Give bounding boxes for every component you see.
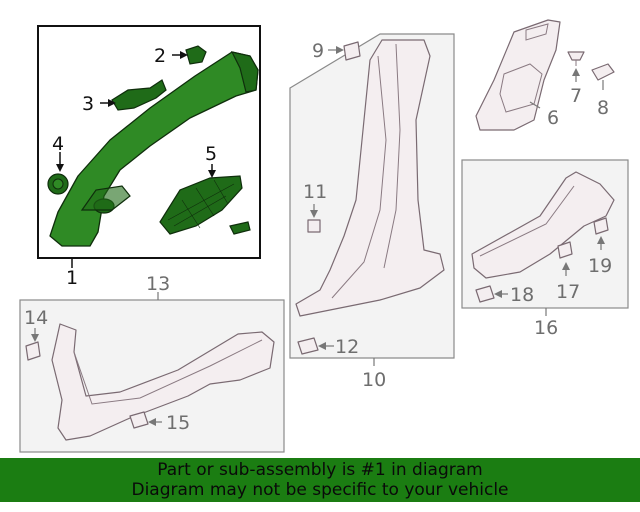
arrow-9 <box>336 46 344 54</box>
b-pillar-ridge-2 <box>383 43 401 269</box>
parts-diagram: 1 2 3 4 5 9 11 12 10 6 7 8 17 18 <box>19 19 629 453</box>
arrow-15 <box>148 418 156 426</box>
arrow-14 <box>31 334 39 342</box>
arrow-11 <box>310 210 318 218</box>
part-17-clip[interactable] <box>557 241 573 259</box>
part-5-grille-mesh <box>167 179 235 229</box>
part-2-clip[interactable] <box>185 45 207 65</box>
callout-14: 14 <box>24 307 48 329</box>
part-9-clip[interactable] <box>343 41 361 61</box>
part-11-clip[interactable] <box>307 219 321 233</box>
callout-17: 17 <box>556 281 580 303</box>
part-3-handle[interactable] <box>111 79 167 111</box>
arrow-17 <box>562 262 570 270</box>
callout-16: 16 <box>534 317 558 339</box>
leader-6 <box>529 101 541 109</box>
part-13-rocker-trim[interactable] <box>51 323 275 441</box>
b-pillar-ridge <box>331 55 387 299</box>
arrow-12 <box>318 342 326 350</box>
callout-13: 13 <box>146 273 170 295</box>
part-7-screw[interactable] <box>567 51 585 61</box>
leaders-box <box>56 51 216 268</box>
part-6-slot <box>525 23 549 41</box>
callout-18: 18 <box>510 284 534 306</box>
callout-6: 6 <box>547 107 559 129</box>
small-clip[interactable] <box>229 221 251 235</box>
callout-12: 12 <box>335 336 359 358</box>
part-16-edge <box>479 185 575 257</box>
part-13-edge <box>73 339 263 405</box>
part-15-clip[interactable] <box>129 411 149 429</box>
part-18-clip[interactable] <box>475 285 495 303</box>
callout-11: 11 <box>303 181 327 203</box>
callout-1: 1 <box>66 267 78 289</box>
callout-15: 15 <box>166 412 190 434</box>
callout-5: 5 <box>205 143 217 165</box>
callout-7: 7 <box>570 85 582 107</box>
callout-19: 19 <box>588 255 612 277</box>
arrow-19 <box>597 236 605 244</box>
pillar-trim-vent <box>80 185 131 211</box>
info-banner: Part or sub-assembly is #1 in diagram Di… <box>0 458 640 502</box>
callout-3: 3 <box>82 93 94 115</box>
arrow-7 <box>572 68 580 76</box>
part-8-clip[interactable] <box>591 63 615 81</box>
banner-line-2: Diagram may not be specific to your vehi… <box>131 480 509 500</box>
banner-line-1: Part or sub-assembly is #1 in diagram <box>157 460 483 480</box>
pillar-trim-edge <box>230 51 259 93</box>
arrow-18 <box>494 290 502 298</box>
callout-8: 8 <box>597 97 609 119</box>
part-19-clip[interactable] <box>593 217 609 235</box>
b-pillar-lower-trim[interactable] <box>295 39 445 317</box>
callout-10: 10 <box>362 369 386 391</box>
part-6-upper-trim[interactable] <box>475 19 561 131</box>
part-4-speaker-center <box>52 178 64 190</box>
part-14-clip[interactable] <box>25 341 41 361</box>
callout-2: 2 <box>154 45 166 67</box>
part-12-clip[interactable] <box>297 337 319 355</box>
callout-4: 4 <box>52 133 64 155</box>
callout-9: 9 <box>312 40 324 62</box>
